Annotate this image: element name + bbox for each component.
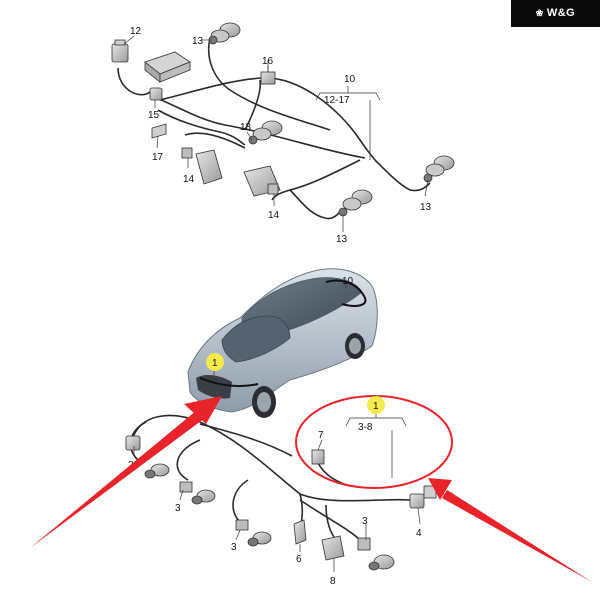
parking-sensor-3-mid-a — [179, 481, 216, 505]
control-module-14-right — [243, 165, 281, 197]
control-module-14-left — [181, 147, 223, 185]
bracket-6 — [293, 519, 307, 545]
label-3-b: 3 — [231, 542, 237, 553]
upper-wiring-harness — [117, 37, 431, 220]
connector-15 — [149, 87, 163, 101]
label-12: 12 — [130, 26, 142, 37]
upper-leader-lines — [123, 35, 429, 232]
parking-sensor-13-mid — [248, 120, 283, 145]
red-arrow-right — [428, 478, 592, 582]
label-8: 8 — [330, 576, 336, 587]
module-8 — [321, 535, 345, 561]
wg-bird-icon: ❀ — [535, 8, 544, 18]
connector-block-12 — [111, 39, 129, 63]
parking-sensor-13-right — [423, 155, 455, 183]
lower-labels: 3-8 2 3 3 3 4 5 6 7 8 — [128, 422, 454, 587]
parking-sensor-3-left — [144, 463, 170, 479]
label-15: 15 — [148, 110, 160, 121]
clip-part-17 — [151, 123, 167, 139]
label-range-12-17: 12-17 — [324, 95, 350, 106]
highlight-ellipse — [295, 395, 453, 489]
label-range-3-8: 3-8 — [358, 422, 373, 433]
label-14-right: 14 — [268, 210, 280, 221]
upper-labels: 12 13 13 13 13 16 15 17 14 14 10 12-17 — [130, 26, 432, 245]
connector-4 — [409, 493, 425, 509]
lower-callout-1: 1 — [367, 396, 385, 414]
upper-parts — [111, 22, 455, 217]
label-7: 7 — [318, 430, 324, 441]
car-label-10: 10 — [342, 276, 354, 287]
parking-sensor-3-mid-b — [235, 519, 272, 547]
connector-2 — [125, 435, 141, 451]
parking-sensor-3-right — [357, 537, 395, 571]
label-4: 4 — [416, 528, 422, 539]
car-callout-1-text: 1 — [212, 358, 218, 369]
label-6: 6 — [296, 554, 302, 565]
label-17: 17 — [152, 152, 164, 163]
control-unit-module — [144, 51, 191, 83]
label-13-c: 13 — [420, 202, 432, 213]
label-3-c: 3 — [362, 516, 368, 527]
brand-logo-text: W&G — [546, 7, 576, 19]
parking-sensor-13-bottom — [338, 189, 373, 217]
parking-sensor-13-top — [208, 22, 241, 45]
label-13-b: 13 — [240, 122, 252, 133]
relay-7 — [311, 449, 325, 465]
car-illustration — [187, 268, 378, 418]
label-10-top: 10 — [344, 74, 356, 85]
lower-leader-lines — [133, 414, 451, 572]
label-16: 16 — [262, 56, 274, 67]
lower-callout-1-text: 1 — [373, 401, 379, 412]
brand-logo: ❀W&G — [511, 0, 600, 27]
lower-parts — [125, 435, 437, 571]
label-3-a: 3 — [175, 503, 181, 514]
red-arrow-left — [30, 396, 222, 548]
label-13-d: 13 — [336, 234, 348, 245]
label-13-a: 13 — [192, 36, 204, 47]
car-callout-1: 1 — [206, 353, 224, 380]
label-14-left: 14 — [183, 174, 195, 185]
